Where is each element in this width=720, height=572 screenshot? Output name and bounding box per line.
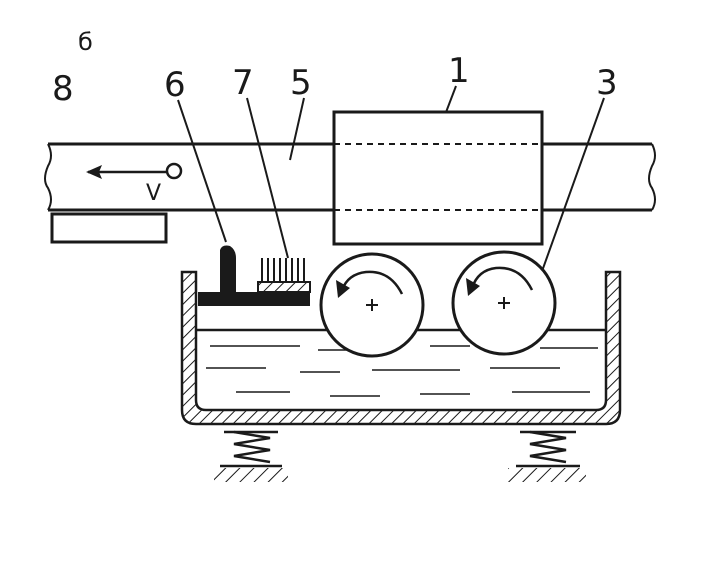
leader-lines xyxy=(177,85,605,289)
tank xyxy=(180,270,622,426)
part-label-8: 8 xyxy=(52,69,74,109)
roller-left xyxy=(319,252,425,358)
part-label-5: 5 xyxy=(290,63,312,103)
part-1-frame xyxy=(332,110,544,246)
rotation-arrow-icon xyxy=(340,270,404,295)
part-label-6: 6 xyxy=(164,65,186,105)
spring-left-icon xyxy=(220,430,282,468)
rotation-arrow-icon xyxy=(470,266,534,291)
part-label-7: 7 xyxy=(232,63,254,103)
ground-right xyxy=(508,468,586,482)
ground-left xyxy=(214,468,288,482)
rotation-arrowhead-icon xyxy=(336,280,350,298)
part-label-3: 3 xyxy=(596,63,618,103)
spring-right-icon xyxy=(516,430,580,468)
part-7-brush xyxy=(257,258,311,293)
panel-letter: б xyxy=(78,28,93,56)
velocity-label: V xyxy=(146,181,161,206)
part-label-1: 1 xyxy=(448,51,470,91)
velocity-arrow-icon xyxy=(86,162,183,180)
part-8-block xyxy=(50,212,168,244)
rotation-arrowhead-icon xyxy=(466,278,480,296)
part-6-scraper xyxy=(198,245,310,306)
